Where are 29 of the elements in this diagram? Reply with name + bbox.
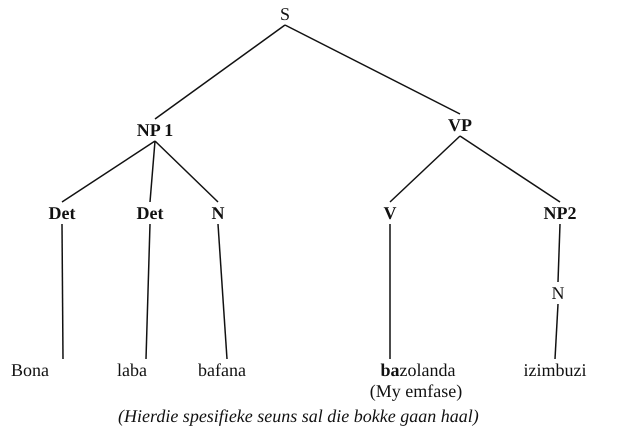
word-label: bafana	[198, 360, 246, 380]
category-label: V	[384, 203, 396, 223]
gloss-note: (My emfase)	[370, 381, 462, 401]
category-label: N	[212, 203, 224, 223]
tree-branch	[389, 224, 391, 359]
category-label: NP 1	[136, 120, 174, 140]
translation-caption: (Hierdie spesifieke seuns sal die bokke gaan haal)	[118, 406, 479, 426]
tree-branch	[62, 140, 156, 203]
word-label: bazolanda	[380, 360, 456, 380]
word-label: izimbuzi	[524, 360, 586, 380]
tree-branch	[149, 140, 156, 202]
tree-branch	[554, 304, 559, 360]
tree-branch	[154, 140, 219, 203]
category-label: S	[280, 4, 290, 24]
category-label: Det	[136, 203, 164, 223]
tree-branch	[61, 224, 64, 359]
category-label: N	[552, 283, 564, 303]
category-label: NP2	[544, 203, 576, 223]
tree-branch	[217, 224, 228, 360]
word-label: laba	[117, 360, 147, 380]
word-label: Bona	[11, 360, 49, 380]
category-label: Det	[48, 203, 76, 223]
tree-branch	[389, 135, 461, 203]
category-label: VP	[448, 115, 472, 135]
tree-branch	[154, 24, 286, 120]
tree-branch	[145, 224, 151, 360]
tree-branch	[557, 224, 561, 282]
tree-branch	[284, 24, 460, 115]
tree-branch	[460, 135, 560, 203]
